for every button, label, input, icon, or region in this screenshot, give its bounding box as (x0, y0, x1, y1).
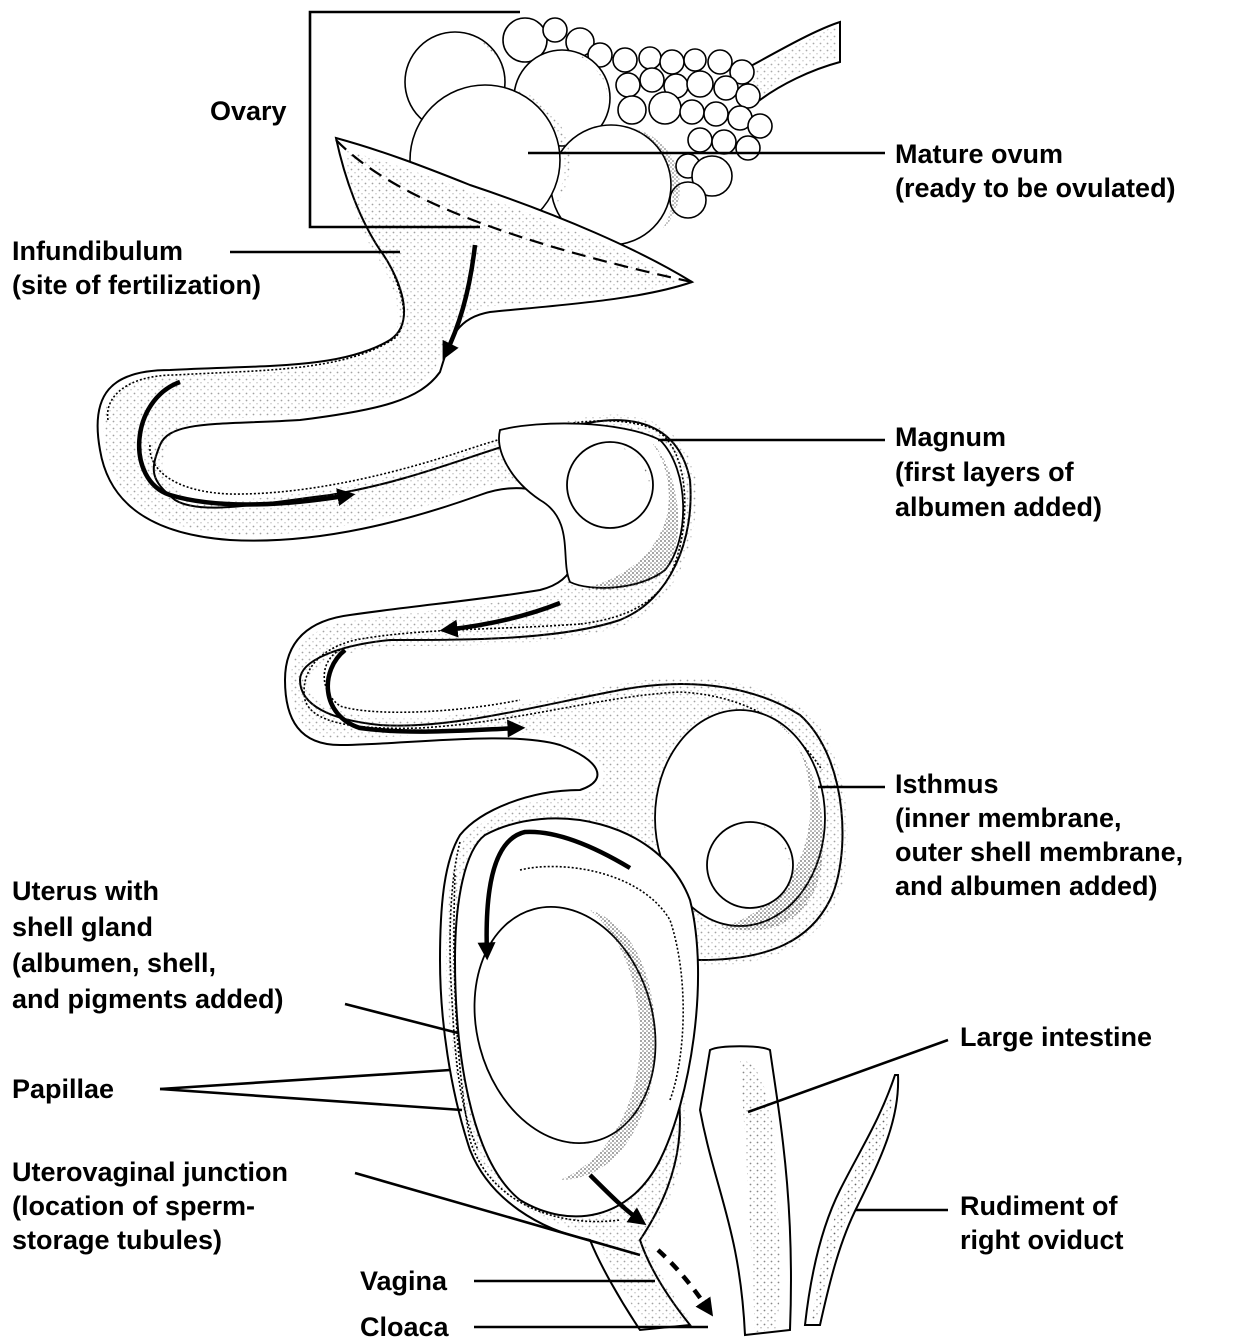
label-mature-ovum: Mature ovum (ready to be ovulated) (895, 139, 1176, 203)
magnum-egg (499, 423, 683, 589)
label-large-intestine: Large intestine (960, 1022, 1152, 1052)
label-rudiment: Rudiment of right oviduct (960, 1191, 1125, 1255)
rudiment-drawing (805, 1075, 898, 1325)
label-papillae: Papillae (12, 1074, 114, 1104)
label-isthmus: Isthmus (inner membrane, outer shell mem… (895, 769, 1191, 901)
label-cloaca: Cloaca (360, 1312, 450, 1340)
label-ovary: Ovary (210, 96, 287, 126)
label-infundibulum: Infundibulum (site of fertilization) (12, 236, 261, 300)
label-magnum: Magnum (first layers of albumen added) (895, 422, 1102, 522)
label-vagina: Vagina (360, 1266, 448, 1296)
label-uterus: Uterus with shell gland (albumen, shell,… (12, 876, 284, 1014)
large-intestine-drawing (700, 1046, 791, 1335)
label-uterovaginal-junction: Uterovaginal junction (location of sperm… (12, 1157, 296, 1255)
